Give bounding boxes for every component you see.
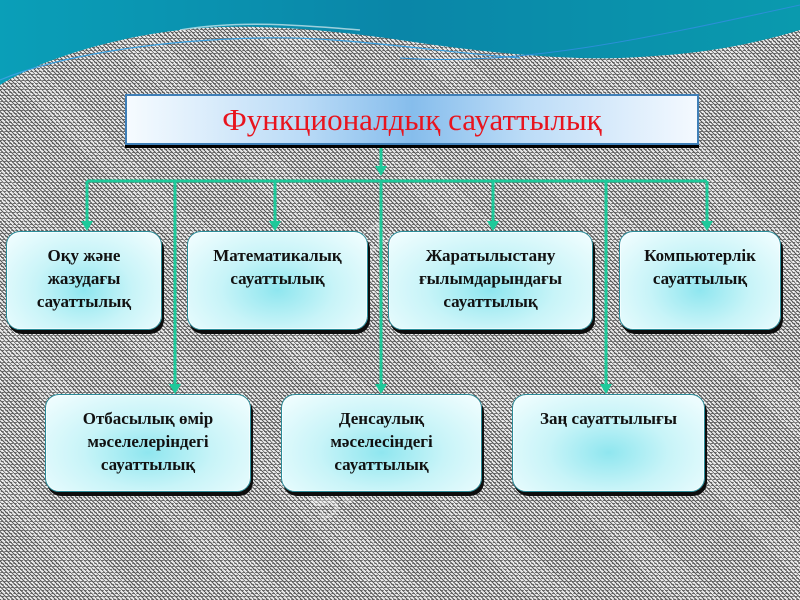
node-line: мәселесіндегі — [330, 432, 433, 451]
node-line: Компьютерлік — [644, 246, 756, 265]
node-line: Математикалық — [213, 246, 342, 265]
node-health-literacy: Денсаулық мәселесіндегі сауаттылық — [281, 394, 482, 492]
node-natural-science-literacy: Жаратылыстану ғылымдарындағы сауаттылық — [388, 231, 593, 330]
node-reading-writing-literacy: Оқу және жазудағы сауаттылық — [6, 231, 162, 330]
node-line: Заң сауаттылығы — [539, 409, 678, 428]
node-line: сауаттылық — [443, 292, 538, 311]
node-line: мәселелеріндегі — [87, 432, 209, 451]
node-line: сауаттылық — [36, 292, 132, 311]
node-family-life-literacy: Отбасылық өмір мәселелеріндегі сауаттылы… — [45, 394, 251, 492]
node-line: сауаттылық — [230, 269, 325, 288]
node-math-literacy: Математикалық сауаттылық — [187, 231, 368, 330]
node-line: Оқу және — [47, 246, 121, 265]
node-line: Отбасылық өмір — [82, 409, 214, 428]
diagram-title: Функционалдық сауаттылық — [222, 101, 602, 137]
node-legal-literacy: Заң сауаттылығы — [512, 394, 705, 492]
header-wave-decoration — [0, 0, 800, 85]
title-box: Функционалдық сауаттылық — [125, 94, 699, 145]
node-line: сауаттылық — [334, 455, 429, 474]
node-line: жазудағы — [47, 269, 121, 288]
node-line: сауаттылық — [652, 269, 748, 288]
node-line: ғылымдарындағы — [418, 269, 563, 288]
node-line: Жаратылыстану — [425, 246, 556, 265]
node-computer-literacy: Компьютерлік сауаттылық — [619, 231, 781, 330]
node-line: Денсаулық — [338, 409, 425, 428]
node-line: сауаттылық — [100, 455, 196, 474]
